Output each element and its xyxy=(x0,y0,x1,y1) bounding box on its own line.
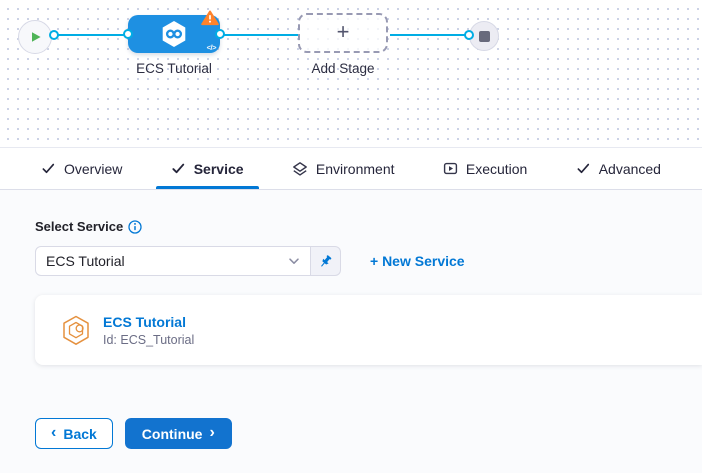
stage-node-label: ECS Tutorial xyxy=(136,61,212,76)
pipeline-start-node xyxy=(18,20,52,54)
continue-button[interactable]: Continue › xyxy=(124,418,232,449)
pin-icon xyxy=(321,254,332,267)
warning-icon xyxy=(201,10,219,26)
stage-tabbar: Overview Service Environment Execution xyxy=(0,148,702,190)
back-button[interactable]: ‹ Back xyxy=(35,418,113,449)
edge-addstage-to-end xyxy=(390,34,466,36)
continue-button-label: Continue xyxy=(141,425,203,442)
chevron-right-icon: › xyxy=(209,424,215,441)
footer-actions: ‹ Back Continue › xyxy=(35,418,232,449)
stop-icon xyxy=(478,30,490,42)
service-tab-content: Select Service ECS Tutorial xyxy=(0,190,702,473)
service-card-text: ECS Tutorial Id: ECS_Tutorial xyxy=(103,314,194,347)
chevron-down-icon xyxy=(289,258,299,264)
stage-right-port xyxy=(215,29,225,39)
check-icon xyxy=(42,163,55,174)
tab-execution[interactable]: Execution xyxy=(428,148,542,189)
service-card-title: ECS Tutorial xyxy=(103,313,186,330)
stage-left-port xyxy=(123,29,133,39)
stage-node-ecs-tutorial[interactable]: </> xyxy=(123,10,225,53)
tab-overview-label: Overview xyxy=(64,160,123,177)
service-card-id: Id: ECS_Tutorial xyxy=(103,332,195,347)
tab-overview[interactable]: Overview xyxy=(26,148,137,189)
add-stage-label: Add Stage xyxy=(311,61,375,76)
check-icon xyxy=(172,163,184,174)
end-node-port xyxy=(464,30,474,40)
pin-button[interactable] xyxy=(311,246,341,276)
tab-service-label: Service xyxy=(193,160,244,177)
edge-stage-to-addstage xyxy=(224,34,300,36)
select-service-label: Select Service xyxy=(35,219,142,234)
service-select-value: ECS Tutorial xyxy=(46,253,125,269)
check-icon xyxy=(577,163,589,174)
service-card[interactable]: ECS Tutorial Id: ECS_Tutorial xyxy=(35,295,702,365)
pipeline-canvas: </> ECS Tutorial + Add Stage xyxy=(0,0,702,148)
edge-start-to-stage xyxy=(52,34,126,36)
environment-icon xyxy=(293,161,307,176)
tab-service[interactable]: Service xyxy=(155,148,259,189)
new-service-link[interactable]: + New Service xyxy=(370,253,465,269)
play-icon xyxy=(32,32,41,42)
start-node-port xyxy=(49,30,59,40)
tab-advanced-label: Advanced xyxy=(598,160,661,177)
plus-icon: + xyxy=(336,19,350,44)
select-service-label-text: Select Service xyxy=(35,219,124,234)
chevron-left-icon: ‹ xyxy=(51,424,57,441)
execution-icon xyxy=(443,162,457,175)
tab-advanced[interactable]: Advanced xyxy=(561,148,676,189)
tab-environment[interactable]: Environment xyxy=(277,148,410,189)
service-hexagon-icon xyxy=(63,315,89,345)
tab-environment-label: Environment xyxy=(315,160,395,177)
code-icon: </> xyxy=(206,43,217,52)
tab-execution-label: Execution xyxy=(465,160,528,177)
service-select-row: ECS Tutorial + New Service xyxy=(35,246,465,276)
back-button-label: Back xyxy=(63,425,97,442)
add-stage-button[interactable]: + xyxy=(298,13,388,53)
info-icon[interactable] xyxy=(128,219,142,234)
service-select[interactable]: ECS Tutorial xyxy=(35,246,311,276)
cd-hexagon-icon xyxy=(162,21,186,47)
